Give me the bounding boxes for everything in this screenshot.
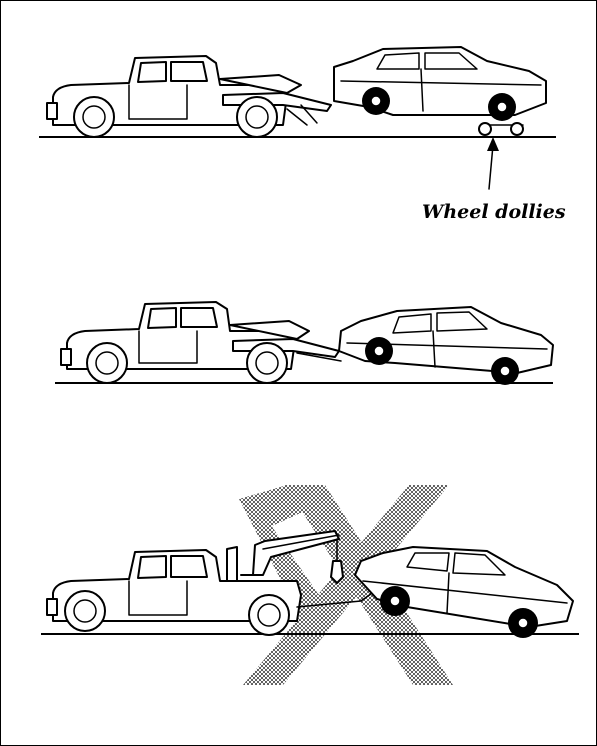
scene-wheel-dollies	[39, 47, 556, 189]
towed-car	[334, 47, 546, 121]
arrow-up-icon	[487, 137, 499, 189]
wheel-dollies-label: Wheel dollies	[422, 201, 566, 223]
wheel-dolly	[479, 123, 523, 135]
scene-sling-hook	[41, 485, 579, 685]
towed-car	[339, 307, 553, 385]
tow-truck	[47, 56, 331, 137]
scene-wheel-lift	[55, 302, 553, 385]
tow-truck	[61, 302, 341, 383]
